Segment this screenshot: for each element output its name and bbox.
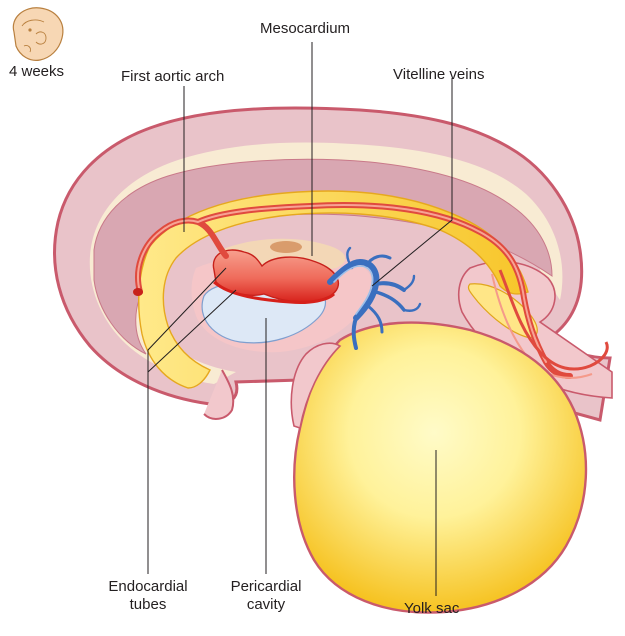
label-vitelline-veins: Vitelline veins	[393, 66, 484, 84]
label-endocardial-tubes: Endocardial tubes	[96, 578, 200, 614]
label-pericardial-cavity: Pericardial cavity	[218, 578, 314, 614]
label-pericardial-cavity-line-1: Pericardial	[218, 578, 314, 596]
mesocardium-spot	[270, 241, 302, 253]
label-endocardial-tubes-line-2: tubes	[96, 596, 200, 614]
label-endocardial-tubes-line-1: Endocardial	[96, 578, 200, 596]
label-yolk-sac: Yolk sac	[404, 600, 459, 618]
label-first-aortic-arch: First aortic arch	[121, 68, 224, 86]
label-pericardial-cavity-line-2: cavity	[218, 596, 314, 614]
label-mesocardium: Mesocardium	[260, 20, 350, 38]
embryo-thumbnail-icon	[13, 8, 63, 61]
yolk-sac	[294, 323, 586, 613]
stage-age-label: 4 weeks	[9, 63, 64, 81]
